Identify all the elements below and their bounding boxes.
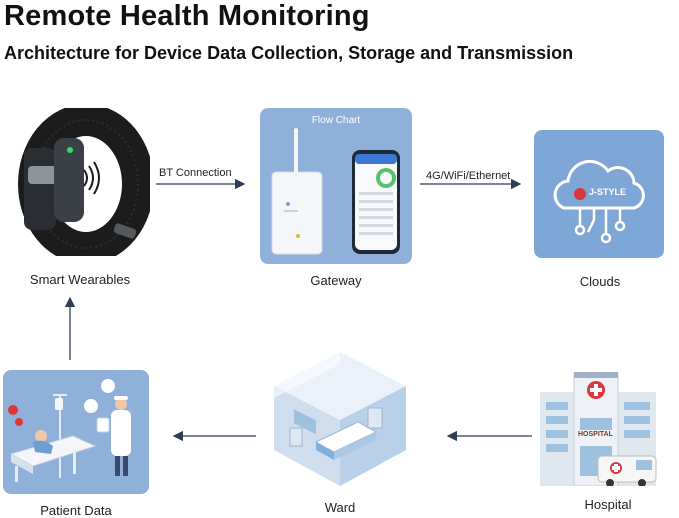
network-label: 4G/WiFi/Ethernet — [426, 170, 510, 182]
bt-connection-label: BT Connection — [159, 167, 232, 179]
